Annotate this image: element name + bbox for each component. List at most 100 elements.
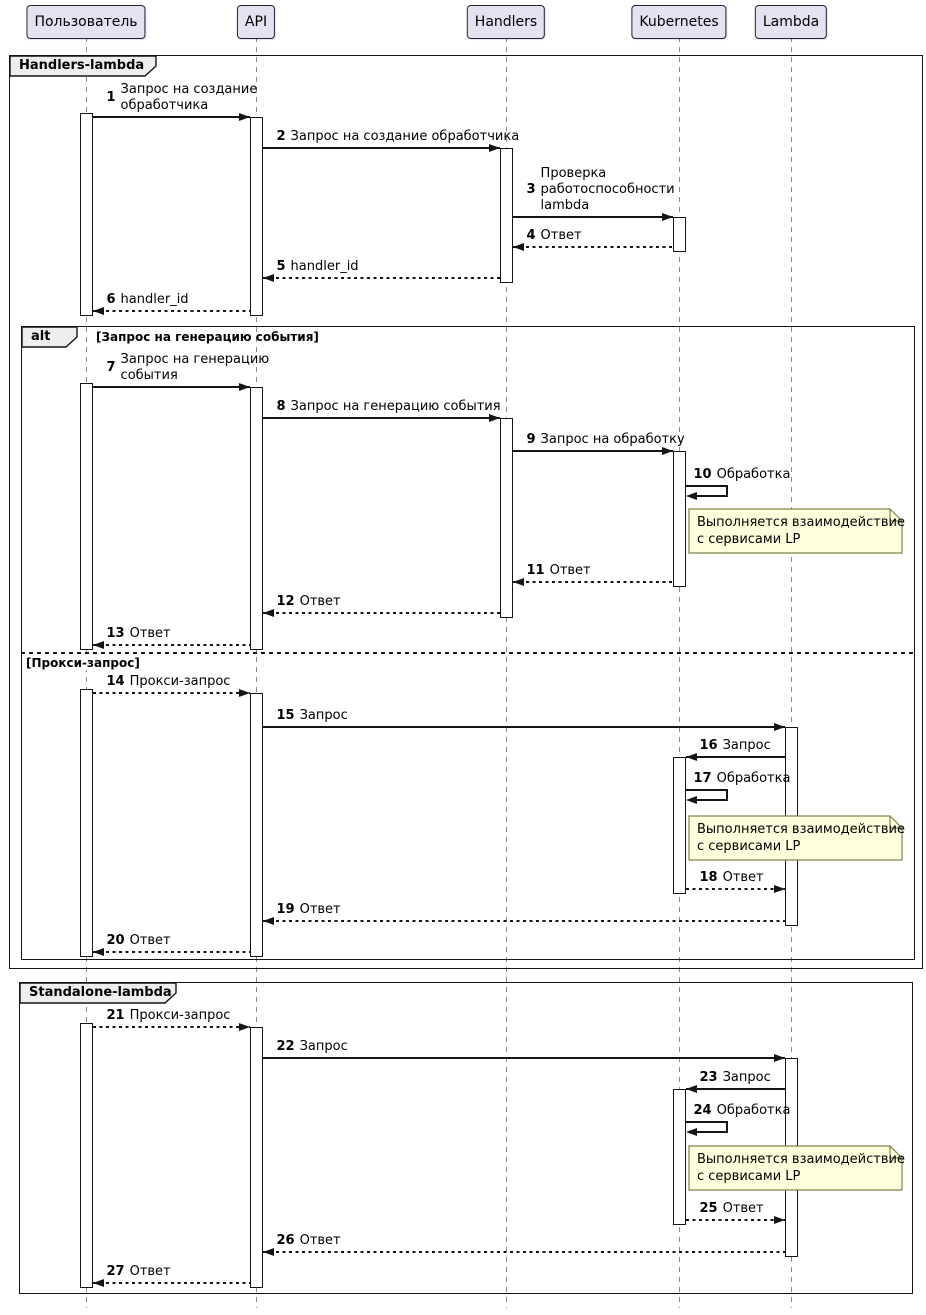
message-line [92, 310, 250, 312]
arrowhead-right [238, 382, 250, 391]
message-line [685, 756, 785, 758]
participant-lambda: Lambda [754, 5, 828, 39]
activation-user [79, 689, 93, 957]
message-text-line: обработчика [120, 98, 209, 113]
arrowhead-left [262, 1247, 274, 1256]
message-text-line: Запрос [722, 1070, 771, 1085]
message-text-line: Ответ [129, 1264, 171, 1279]
message-number: 11 [526, 563, 545, 578]
message-text-line: handler_id [120, 292, 189, 307]
message-line [262, 277, 500, 279]
participant-handlers: Handlers [466, 5, 546, 39]
message-text-line: Ответ [299, 902, 341, 917]
message-number: 12 [276, 594, 295, 609]
arrowhead-left [685, 752, 697, 761]
frame-title: alt [31, 329, 51, 344]
note-text-line: с сервисами LP [697, 839, 801, 854]
participant-label: Kubernetes [639, 14, 719, 30]
activation-api [249, 387, 263, 650]
arrowhead-right [488, 143, 500, 152]
message-text-line: Запрос [722, 738, 771, 753]
note-text-line: с сервисами LP [697, 1169, 801, 1184]
self-message-line [685, 789, 728, 791]
message-text: Запрос на обработку [541, 432, 685, 448]
message-text: Ответ [723, 1201, 764, 1217]
message-line [262, 147, 500, 149]
frame-tab [9, 55, 157, 77]
message-number: 5 [276, 259, 286, 274]
message-line [92, 951, 250, 953]
arrowhead-left [685, 491, 697, 500]
message-text: Ответ [130, 933, 171, 949]
message-line [512, 246, 673, 248]
arrowhead-left [685, 795, 697, 804]
participant-label: API [244, 14, 268, 30]
participant-user: Пользователь [26, 5, 146, 39]
message-text-line: Проверка [540, 166, 607, 181]
message-text: Ответ [300, 902, 341, 918]
message-text: Ответ [550, 563, 591, 579]
message-number: 22 [276, 1039, 295, 1054]
message-number: 23 [699, 1070, 718, 1085]
lifeline-api [255, 37, 257, 1308]
message-text-line: Ответ [722, 870, 764, 885]
message-number: 21 [106, 1008, 125, 1023]
self-message-line [688, 495, 728, 497]
frame-alt [21, 326, 915, 960]
activation-api [249, 693, 263, 957]
message-number: 25 [699, 1201, 718, 1216]
activation-kubernetes [672, 451, 686, 587]
message-text-line: Ответ [722, 1201, 764, 1216]
arrowhead-right [773, 1215, 785, 1224]
message-text-line: Ответ [549, 563, 591, 578]
message-text: Обработка [717, 771, 791, 787]
message-text-line: Запрос на создание [120, 82, 258, 97]
note-text-line: с сервисами LP [697, 532, 801, 547]
self-message-line [726, 1122, 728, 1132]
message-text-line: Ответ [129, 626, 171, 641]
message-text: Обработка [717, 467, 791, 483]
message-label: 26 Ответ [277, 1233, 341, 1249]
message-label: 9 Запрос на обработку [527, 432, 685, 448]
message-line [92, 116, 250, 118]
message-text-line: Ответ [299, 1233, 341, 1248]
message-number: 9 [526, 432, 536, 447]
message-text-line: Обработка [716, 467, 791, 482]
arrowhead-right [238, 688, 250, 697]
message-number: 27 [106, 1264, 125, 1279]
message-text-line: события [120, 368, 178, 383]
participant-kubernetes: Kubernetes [631, 5, 727, 39]
message-number: 26 [276, 1233, 295, 1248]
message-text: Ответ [541, 228, 582, 244]
message-text: Запрос на создание обработчика [291, 129, 520, 145]
self-message-line [685, 485, 728, 487]
message-number: 18 [699, 870, 718, 885]
message-line [92, 644, 250, 646]
note [688, 815, 903, 861]
message-line [262, 920, 785, 922]
arrowhead-right [488, 413, 500, 422]
activation-handlers [499, 418, 513, 618]
message-line [512, 216, 673, 218]
message-line [262, 1057, 785, 1059]
frame-handlers-lambda [9, 55, 923, 969]
message-line [685, 1088, 785, 1090]
alt-divider-label: [Прокси-запрос] [24, 656, 142, 670]
message-line [92, 386, 250, 388]
message-number: 24 [693, 1103, 712, 1118]
message-number: 7 [106, 360, 116, 375]
frame-title: Handlers-lambda [19, 58, 145, 73]
message-line [262, 726, 785, 728]
lifeline-handlers [505, 37, 507, 1308]
participant-api: API [236, 5, 276, 39]
